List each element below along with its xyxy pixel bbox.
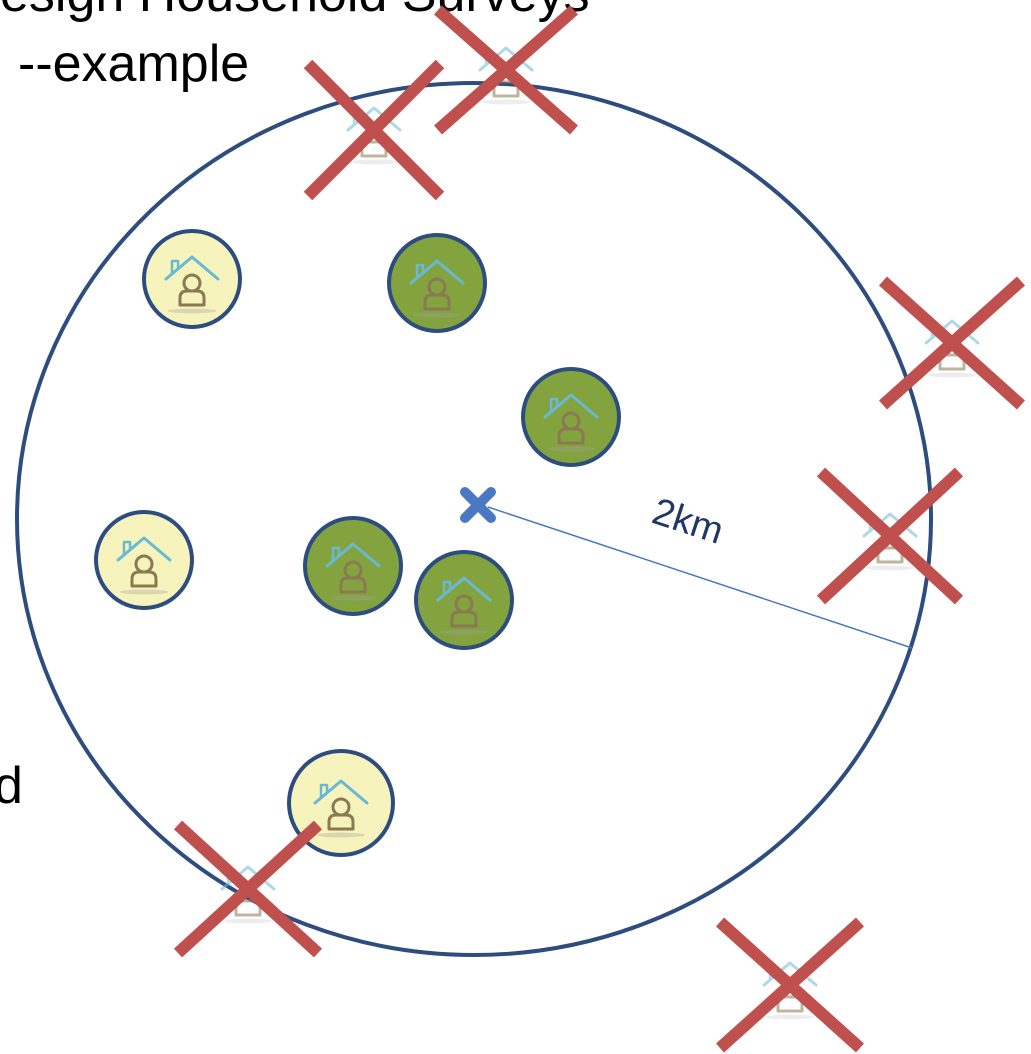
x-marker-icon: [460, 487, 496, 523]
household-candidate-1: [142, 229, 242, 329]
household-selected-4: [414, 550, 514, 650]
red-cross-icon: [434, 5, 578, 135]
household-excluded-1: [303, 59, 445, 201]
red-cross-icon: [715, 917, 865, 1053]
red-cross-icon: [303, 59, 445, 201]
household-candidate-2: [94, 510, 194, 610]
red-cross-icon: [878, 276, 1026, 410]
slide-subtitle: --example: [18, 35, 250, 93]
household-selected-3: [303, 516, 403, 616]
household-excluded-2: [434, 5, 578, 135]
household-selected-2: [521, 367, 621, 467]
household-excluded-5: [173, 820, 323, 958]
household-selected-1: [387, 233, 487, 333]
radius-line: [487, 506, 913, 649]
survey-boundary-circle: [15, 81, 933, 957]
household-excluded-6: [715, 917, 865, 1053]
red-cross-icon: [816, 467, 964, 605]
red-cross-icon: [173, 820, 323, 958]
household-excluded-4: [816, 467, 964, 605]
radius-label: 2km: [647, 491, 728, 553]
household-excluded-3: [878, 276, 1026, 410]
clipped-left-text: d: [0, 757, 23, 815]
